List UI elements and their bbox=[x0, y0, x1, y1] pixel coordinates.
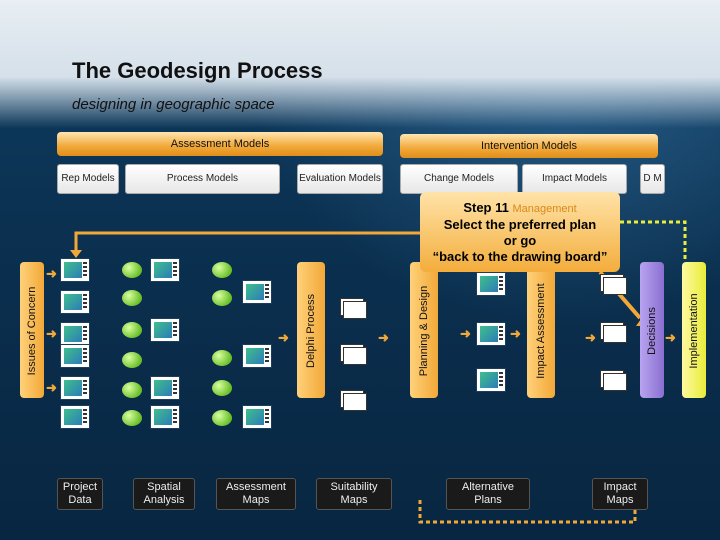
analysis-node-icon bbox=[122, 290, 142, 306]
plan-icon bbox=[476, 368, 506, 392]
delphi-panel bbox=[297, 262, 325, 398]
analysis-node-icon bbox=[122, 382, 142, 398]
suitability-stack-icon bbox=[340, 298, 368, 320]
impact-stack-icon bbox=[600, 274, 628, 296]
callout-step: Step 11 bbox=[463, 200, 509, 215]
step-11-callout: Step 11 Management Select the preferred … bbox=[420, 192, 620, 272]
flow-arrow-icon: ➜ bbox=[585, 330, 596, 345]
delphi-label: Delphi Process bbox=[305, 294, 317, 368]
map-layer-icon bbox=[150, 318, 180, 342]
impact-assessment-label: Impact Assessment bbox=[535, 283, 547, 379]
project-data-label: Project Data bbox=[57, 478, 103, 510]
callout-line-2: or go bbox=[503, 233, 537, 248]
change-models-box: Change Models bbox=[400, 164, 518, 194]
suitability-stack-icon bbox=[340, 390, 368, 412]
slide-title: The Geodesign Process bbox=[72, 58, 323, 83]
analysis-node-icon bbox=[212, 290, 232, 306]
alternative-plans-label: Alternative Plans bbox=[446, 478, 530, 510]
assessment-map-icon bbox=[242, 405, 272, 429]
analysis-node-icon bbox=[122, 352, 142, 368]
suitability-stack-icon bbox=[340, 344, 368, 366]
analysis-node-icon bbox=[122, 262, 142, 278]
slide-subtitle: designing in geographic space bbox=[72, 96, 275, 113]
intervention-models-header: Intervention Models bbox=[400, 134, 658, 158]
impact-stack-icon bbox=[600, 370, 628, 392]
analysis-node-icon bbox=[212, 380, 232, 396]
impact-assessment-panel bbox=[527, 262, 555, 398]
callout-hidden-text: Management bbox=[512, 203, 577, 215]
analysis-node-icon bbox=[212, 350, 232, 366]
planning-panel bbox=[410, 262, 438, 398]
suitability-maps-label: Suitability Maps bbox=[316, 478, 392, 510]
flow-arrow-icon: ➜ bbox=[665, 330, 676, 345]
implementation-label: Implementation bbox=[688, 293, 700, 369]
analysis-node-icon bbox=[212, 262, 232, 278]
analysis-node-icon bbox=[122, 410, 142, 426]
implementation-panel bbox=[682, 262, 706, 398]
planning-label: Planning & Design bbox=[418, 285, 430, 377]
data-layer-icon bbox=[60, 405, 90, 429]
impact-maps-label: Impact Maps bbox=[592, 478, 648, 510]
impact-stack-icon bbox=[600, 322, 628, 344]
decisions-label: Decisions bbox=[646, 307, 658, 355]
map-layer-icon bbox=[150, 258, 180, 282]
map-layer-icon bbox=[150, 405, 180, 429]
rep-models-box: Rep Models bbox=[57, 164, 119, 194]
spatial-analysis-label: Spatial Analysis bbox=[133, 478, 195, 510]
process-models-box: Process Models bbox=[125, 164, 280, 194]
assessment-map-icon bbox=[242, 280, 272, 304]
issues-of-concern-panel bbox=[20, 262, 44, 398]
decisions-panel bbox=[640, 262, 664, 398]
impact-models-box: Impact Models bbox=[522, 164, 627, 194]
flow-arrow-icon: ➜ bbox=[46, 380, 57, 395]
data-layer-icon bbox=[60, 290, 90, 314]
header-background bbox=[0, 0, 720, 128]
callout-line-3: “back to the drawing board” bbox=[432, 249, 608, 264]
analysis-node-icon bbox=[212, 410, 232, 426]
issues-of-concern-label: Issues of Concern bbox=[26, 286, 38, 376]
flow-arrow-icon: ➜ bbox=[46, 326, 57, 341]
map-layer-icon bbox=[150, 376, 180, 400]
flow-arrow-icon: ➜ bbox=[378, 330, 389, 345]
data-layer-icon bbox=[60, 344, 90, 368]
callout-line-1: Select the preferred plan bbox=[443, 217, 597, 232]
assessment-map-icon bbox=[242, 344, 272, 368]
plan-icon bbox=[476, 322, 506, 346]
flow-arrow-icon: ➜ bbox=[46, 266, 57, 281]
plan-icon bbox=[476, 272, 506, 296]
flow-arrow-icon: ➜ bbox=[278, 330, 289, 345]
analysis-node-icon bbox=[122, 322, 142, 338]
assessment-maps-label: Assessment Maps bbox=[216, 478, 296, 510]
flow-arrow-icon: ➜ bbox=[510, 326, 521, 341]
data-layer-icon bbox=[60, 258, 90, 282]
assessment-models-header: Assessment Models bbox=[57, 132, 383, 156]
dm-box: D M bbox=[640, 164, 665, 194]
data-layer-icon bbox=[60, 322, 90, 346]
evaluation-models-box: Evaluation Models bbox=[297, 164, 383, 194]
data-layer-icon bbox=[60, 376, 90, 400]
flow-arrow-icon: ➜ bbox=[460, 326, 471, 341]
